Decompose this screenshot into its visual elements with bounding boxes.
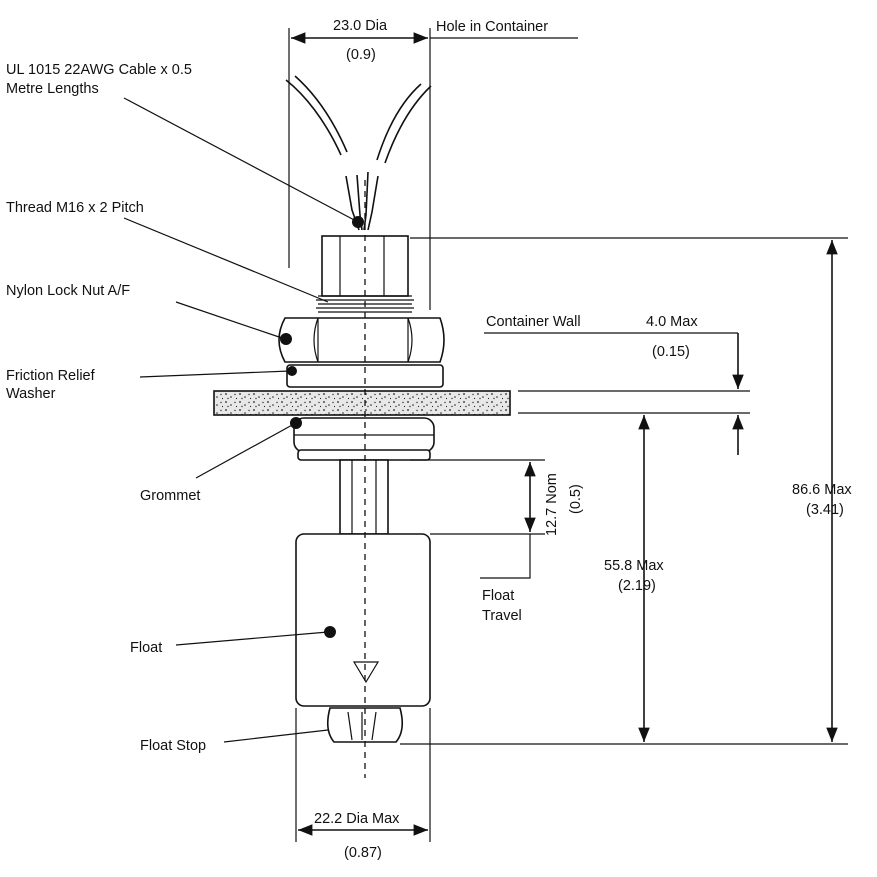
cable-label-line1: UL 1015 22AWG Cable x 0.5 bbox=[6, 62, 192, 78]
grommet bbox=[293, 417, 435, 461]
float-stop-label: Float Stop bbox=[140, 738, 206, 754]
leaders bbox=[123, 97, 364, 743]
washer-label-line2: Washer bbox=[6, 386, 56, 402]
lock-nut bbox=[278, 317, 445, 363]
thread-label: Thread M16 x 2 Pitch bbox=[6, 200, 144, 216]
below-wall-mm: 55.8 Max bbox=[604, 558, 664, 574]
container-wall bbox=[213, 390, 511, 416]
float-dia-mm: 22.2 Dia Max bbox=[314, 811, 400, 827]
hole-label: Hole in Container bbox=[436, 19, 548, 35]
float-label: Float bbox=[130, 640, 162, 656]
hole-dia-in: (0.9) bbox=[346, 47, 376, 63]
float-dia-in: (0.87) bbox=[344, 845, 382, 861]
stem-tube bbox=[339, 459, 389, 535]
washer-label-line1: Friction Relief bbox=[6, 368, 96, 384]
float-body bbox=[295, 533, 431, 707]
below-wall-in: (2.19) bbox=[618, 578, 656, 594]
wall-max-mm: 4.0 Max bbox=[646, 314, 698, 330]
grommet-label: Grommet bbox=[140, 488, 200, 504]
friction-washer bbox=[286, 364, 444, 388]
cable-wires bbox=[285, 75, 432, 231]
overall-in: (3.41) bbox=[806, 502, 844, 518]
wall-max-in: (0.15) bbox=[652, 344, 690, 360]
cable-label-line2: Metre Lengths bbox=[6, 81, 99, 97]
container-wall-label: Container Wall bbox=[486, 314, 581, 330]
hole-dia-mm: 23.0 Dia bbox=[333, 18, 388, 34]
float-travel-line2: Travel bbox=[482, 608, 522, 624]
travel-mm: 12.7 Nom bbox=[544, 473, 560, 536]
overall-mm: 86.6 Max bbox=[792, 482, 852, 498]
locknut-label: Nylon Lock Nut A/F bbox=[6, 283, 130, 299]
float-travel-line1: Float bbox=[482, 588, 514, 604]
travel-in: (0.5) bbox=[568, 484, 584, 514]
